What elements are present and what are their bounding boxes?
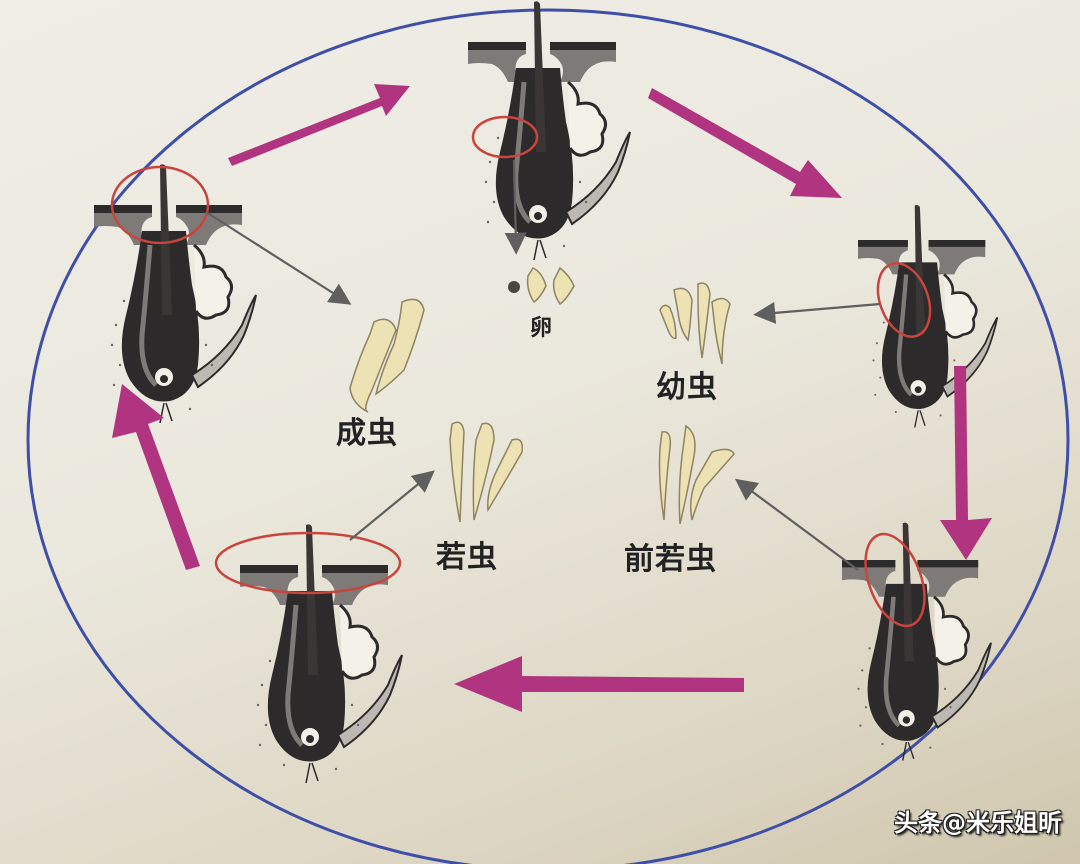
follicle-bottom-left (240, 524, 402, 783)
highlight-circle-top (471, 115, 539, 159)
cycle-arrow-top-to-right (648, 88, 842, 198)
nymph-illustration (449, 421, 524, 523)
follicle-right-lower (842, 523, 991, 761)
pointer-arrow-egg (504, 159, 527, 255)
larva-illustration (659, 282, 731, 365)
cycle-ellipse (26, 8, 1070, 864)
stage-label-egg: 卵 (530, 316, 554, 341)
follicle-left-upper (94, 164, 256, 423)
stage-label-protonymph: 前若虫 (624, 542, 717, 577)
protonymph-illustration (658, 424, 735, 525)
cycle-arrow-bottom-left (454, 656, 744, 712)
pointer-arrow-protonymph (734, 478, 859, 571)
highlight-circle-left-upper (110, 165, 210, 245)
cycle-arrow-left-to-top (228, 84, 410, 166)
follicle-right-upper (858, 205, 997, 427)
highlight-circle-right-lower (864, 532, 926, 628)
watermark: 头条@米乐姐昕 (894, 809, 1062, 837)
stage-label-larva: 幼虫 (656, 370, 718, 405)
pointer-arrow-nymph (349, 470, 435, 541)
egg-illustration (508, 266, 575, 306)
cycle-arrow-right-down (940, 366, 992, 560)
adult-illustration (349, 298, 425, 413)
cycle-arrow-up-left (112, 384, 200, 570)
stage-label-nymph: 若虫 (436, 540, 498, 575)
highlight-circle-bottom-left (214, 531, 402, 595)
pointer-arrow-adult (205, 211, 352, 305)
follicle-top (468, 1, 630, 260)
highlight-circle-right-upper (876, 262, 932, 338)
pointer-arrow-larva (753, 301, 881, 324)
stage-label-adult: 成虫 (336, 416, 398, 451)
